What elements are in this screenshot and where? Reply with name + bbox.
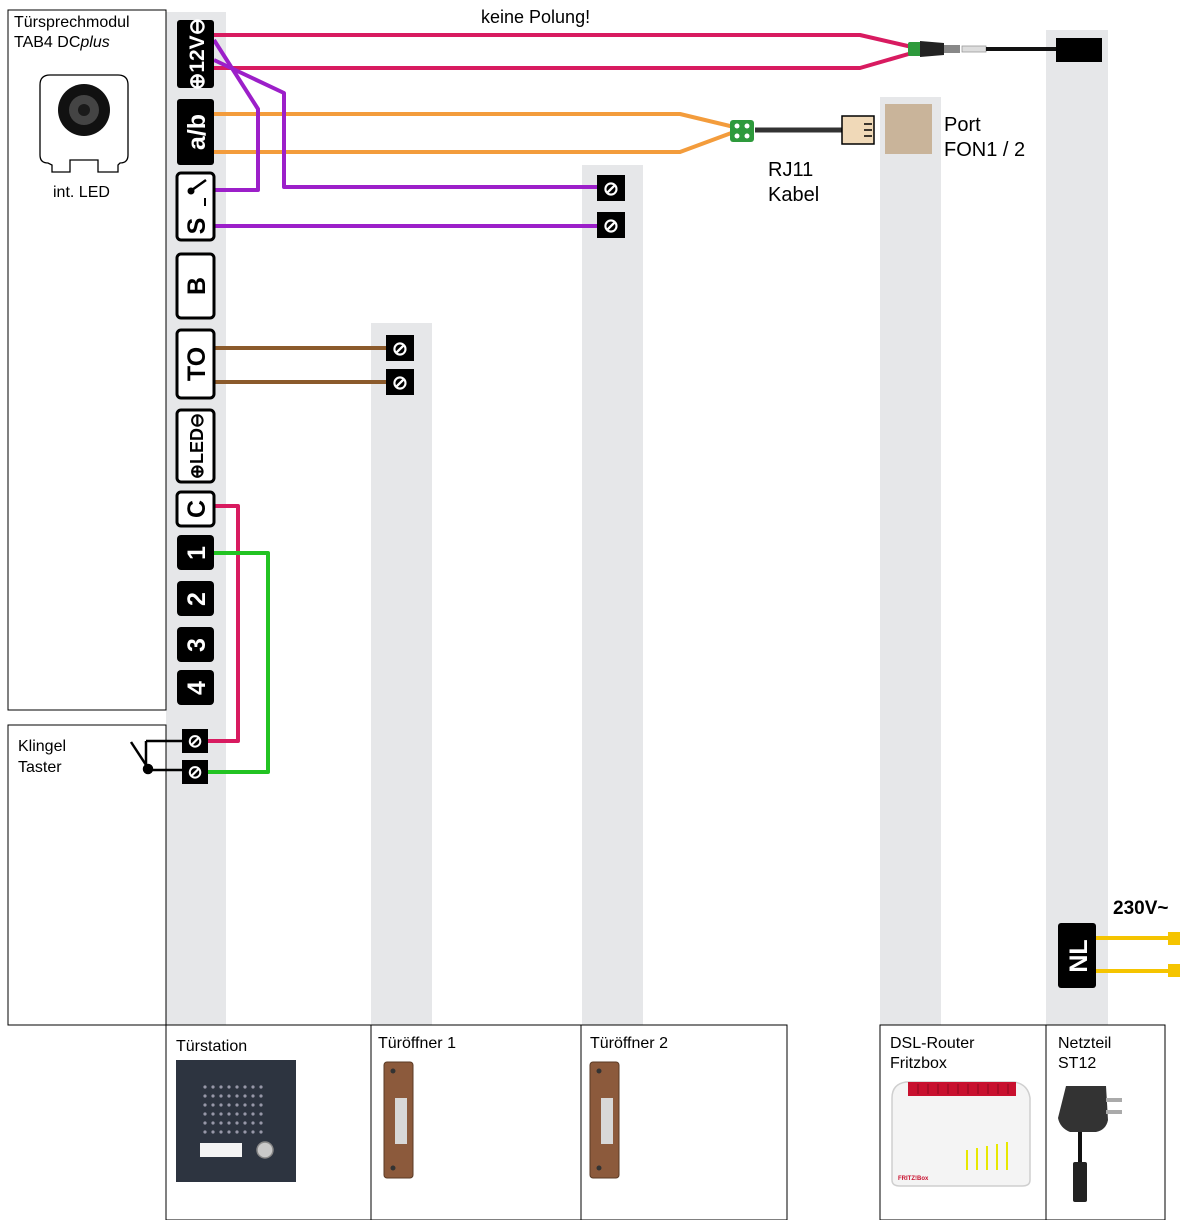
svg-text:⊘: ⊘: [392, 373, 408, 394]
fon-port: [885, 104, 932, 154]
svg-text:3: 3: [183, 638, 211, 652]
svg-text:a/b: a/b: [183, 114, 211, 150]
s-wire-1: [212, 38, 260, 192]
router-red-top: [908, 1082, 1016, 1096]
svg-text:4: 4: [183, 681, 211, 695]
module-title: Türsprechmodul: [14, 14, 130, 31]
screw-terminal-to1: ⊘: [386, 335, 414, 361]
svg-text:⊘: ⊘: [187, 762, 202, 782]
s-wire-2: [213, 58, 598, 189]
mains-cap-l: [1168, 964, 1180, 977]
terminal-power: ⊕12V⊖: [177, 18, 214, 91]
column-router: [880, 97, 941, 1025]
svg-text:Netzteil: Netzteil: [1058, 1035, 1111, 1052]
svg-text:Türöffner 1: Türöffner 1: [378, 1035, 456, 1052]
svg-text:⊘: ⊘: [187, 731, 202, 751]
wires: [206, 33, 1178, 973]
door-station-panel: [176, 1060, 296, 1182]
rj11-label-1: RJ11: [768, 159, 813, 181]
screw-terminal-s1: ⊘: [597, 175, 625, 201]
port-label-1: Port: [944, 114, 981, 136]
terminal-4: 4: [177, 670, 214, 705]
svg-text:S: S: [183, 218, 211, 235]
svg-text:⊘: ⊘: [603, 216, 619, 237]
svg-text:Türöffner 2: Türöffner 2: [590, 1035, 668, 1052]
svg-text:Fritzbox: Fritzbox: [890, 1055, 947, 1072]
bell-label-1: Klingel: [18, 738, 66, 755]
svg-text:ST12: ST12: [1058, 1055, 1096, 1072]
terminal-to: TO: [175, 328, 216, 400]
led-label: int. LED: [53, 184, 110, 201]
mains-cap-n: [1168, 932, 1180, 945]
door-station-nameplate: [200, 1143, 242, 1157]
svg-text:⊕LED⊖: ⊕LED⊖: [187, 413, 207, 479]
module-image: [39, 74, 129, 173]
top-note: keine Polung!: [481, 7, 590, 27]
terminal-nl: NL: [1058, 923, 1096, 988]
terminal-b: B: [175, 252, 216, 320]
svg-text:C: C: [183, 500, 211, 518]
bell-box: [7, 724, 167, 1026]
svg-text:B: B: [183, 277, 211, 295]
rj11-green-connector: [730, 120, 754, 142]
terminal-2: 2: [177, 581, 214, 616]
terminal-1: 1: [177, 535, 214, 570]
svg-text:Türstation: Türstation: [176, 1038, 247, 1055]
bell-switch-symbol: [129, 739, 182, 775]
screw-terminal-bell1: ⊘: [182, 729, 208, 753]
module-subtitle: TAB4 DCplus: [14, 34, 110, 51]
terminal-c: C: [175, 490, 216, 528]
device-opener2: Türöffner 2: [580, 1024, 788, 1220]
bell-label-2: Taster: [18, 759, 62, 776]
power-wire-plus: [214, 51, 913, 70]
svg-text:⊕12V⊖: ⊕12V⊖: [186, 18, 209, 91]
screw-terminal-s2: ⊘: [597, 212, 625, 238]
svg-text:2: 2: [183, 592, 211, 606]
terminal-led: ⊕LED⊖: [175, 408, 216, 484]
device-psu: Netzteil ST12: [1045, 1024, 1166, 1220]
svg-text:NL: NL: [1065, 939, 1093, 972]
svg-text:TO: TO: [183, 347, 211, 381]
svg-text:⊘: ⊘: [603, 179, 619, 200]
column-opener2: [582, 165, 643, 1025]
module-box: [7, 9, 167, 711]
door-station-bell-button: [256, 1141, 274, 1159]
dc-barrel-connector: [908, 38, 1102, 62]
device-opener1: Türöffner 1: [370, 1024, 582, 1220]
rj11-label-2: Kabel: [768, 184, 819, 206]
psu-body: [1058, 1086, 1108, 1132]
column-opener1: [371, 323, 432, 1025]
router-brand: FRITZ!Box: [898, 1176, 929, 1182]
ab-wire-a: [214, 112, 735, 129]
device-router: DSL-Router Fritzbox FRITZ!Box: [879, 1024, 1047, 1220]
power-wire-minus: [214, 33, 913, 49]
terminal-s: S: [175, 171, 216, 242]
svg-text:DSL-Router: DSL-Router: [890, 1035, 975, 1052]
terminal-3: 3: [177, 627, 214, 662]
mains-label: 230V~: [1113, 898, 1168, 919]
screw-terminal-to2: ⊘: [386, 369, 414, 395]
bell-wire-c: [206, 504, 240, 743]
screw-terminal-bell2: ⊘: [182, 760, 208, 784]
svg-text:⊘: ⊘: [392, 339, 408, 360]
column-psu: [1046, 30, 1108, 1025]
terminal-ab: a/b: [177, 99, 214, 165]
ab-wire-b: [214, 130, 735, 154]
port-label-2: FON1 / 2: [944, 139, 1025, 161]
bell-wire-1: [206, 551, 270, 774]
router-body: [891, 1081, 1031, 1187]
rj11-plug: [841, 115, 875, 145]
device-door-station: Türstation: [165, 1024, 372, 1220]
svg-text:1: 1: [183, 546, 211, 560]
